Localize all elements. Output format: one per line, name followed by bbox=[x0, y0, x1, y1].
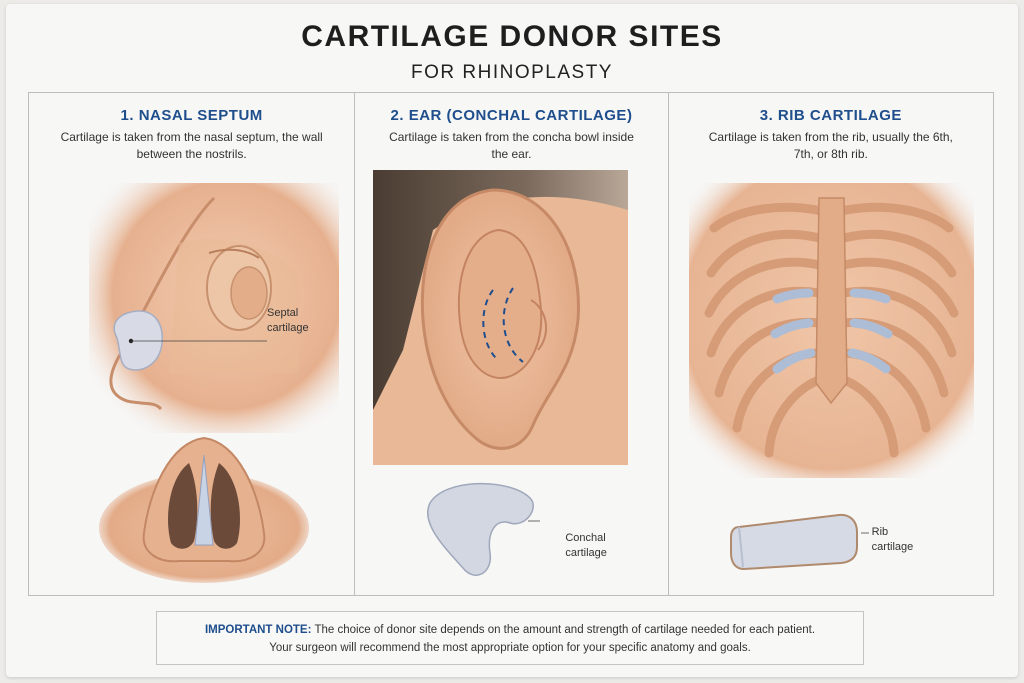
panel-title: 3. RIB CARTILAGE bbox=[759, 107, 902, 124]
panel-description: Cartilage is taken from the concha bowl … bbox=[389, 130, 634, 161]
panel-rib: 3. RIB CARTILAGE Cartilage is taken from… bbox=[669, 93, 993, 595]
important-note-box: IMPORTANT NOTE: The choice of donor site… bbox=[156, 611, 864, 665]
rib-cage-illustration bbox=[688, 183, 974, 478]
page-title: CARTILAGE DONOR SITES bbox=[301, 20, 723, 53]
panel-title: 1. NASAL SEPTUM bbox=[120, 107, 263, 124]
note-line-1: IMPORTANT NOTE: The choice of donor site… bbox=[157, 621, 863, 639]
note-text-2: Your surgeon will recommend the most app… bbox=[269, 642, 751, 654]
conchal-cartilage-piece bbox=[427, 482, 541, 576]
rib-cartilage-piece bbox=[729, 513, 869, 571]
page-subtitle: FOR RHINOPLASTY bbox=[411, 62, 613, 83]
note-text-1: The choice of donor site depends on the … bbox=[314, 624, 816, 636]
panel-nasal-septum: 1. NASAL SEPTUM Cartilage is taken from … bbox=[29, 93, 356, 595]
panel-description: Cartilage is taken from the rib, usually… bbox=[708, 130, 953, 161]
panel-title: 2. EAR (CONCHAL CARTILAGE) bbox=[390, 107, 633, 124]
note-lead: IMPORTANT NOTE: bbox=[204, 624, 312, 636]
donor-site-panels: 1. NASAL SEPTUM Cartilage is taken from … bbox=[28, 92, 994, 596]
septal-cartilage-label: Septal cartilage bbox=[267, 307, 309, 334]
nose-base-illustration bbox=[99, 436, 309, 583]
nose-side-illustration bbox=[89, 183, 339, 433]
ear-illustration bbox=[373, 170, 629, 465]
panel-description: Cartilage is taken from the nasal septum… bbox=[60, 130, 323, 161]
rib-cartilage-label: Rib cartilage bbox=[871, 526, 914, 553]
conchal-cartilage-label: Conchal cartilage bbox=[565, 532, 607, 559]
panel-ear: 2. EAR (CONCHAL CARTILAGE) Cartilage is … bbox=[355, 93, 669, 595]
